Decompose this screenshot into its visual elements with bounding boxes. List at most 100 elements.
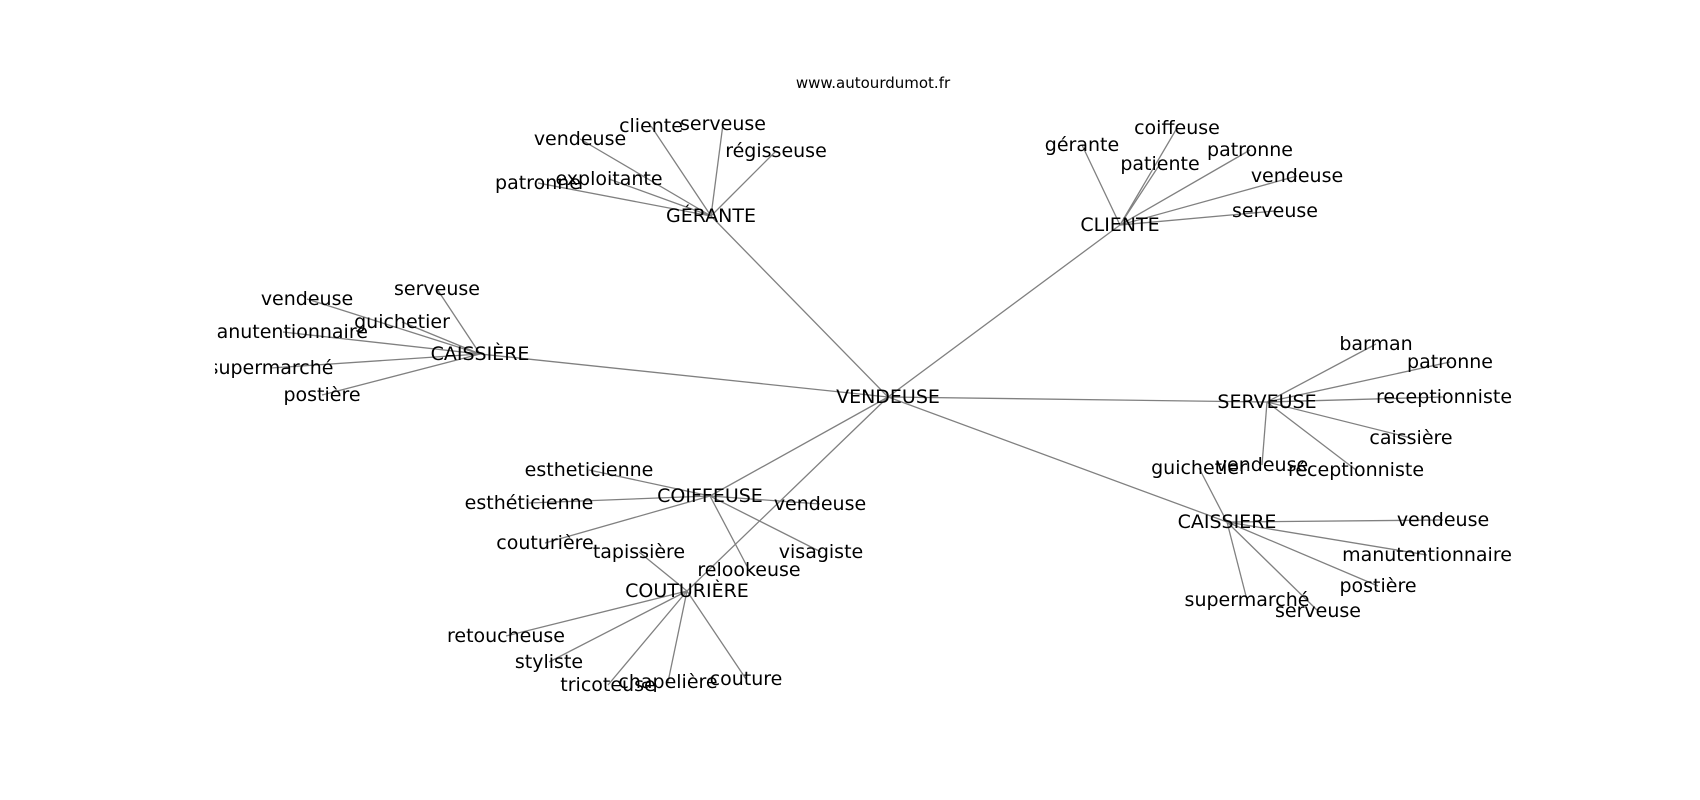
node-leaf-gerante-cliente: cliente [619, 115, 683, 137]
edge-caissiere-postiere [1226, 521, 1379, 587]
node-hub-cliente: CLIENTE [1080, 214, 1159, 236]
edge-coiffeuse-visagiste [709, 495, 822, 553]
node-leaf-gerante-exploitante: exploitante [555, 168, 662, 190]
edge-caissiere-guichetier [1198, 467, 1228, 523]
node-leaf-couturiere-tapissiere: tapissière [593, 541, 685, 563]
edge-center-gerante [710, 215, 889, 398]
edge-serveuse-receptionniste [1266, 401, 1357, 471]
node-leaf-coiffeuse-couturiere: couturière [496, 532, 593, 554]
node-hub-caissiere: CAISSIERE [1178, 511, 1277, 533]
edge-coiffeuse-relookeuse [709, 495, 750, 571]
edge-center-caissiere [887, 396, 1228, 523]
node-leaf-couturiere-chapeliere: chapelière [618, 671, 717, 693]
edge-caissiere-supermarche [1226, 521, 1248, 601]
node-leaf-caissiere-vendeuse: vendeuse [261, 288, 353, 310]
edge-layer [270, 123, 1451, 686]
node-hub-gerante: GÉRANTE [666, 204, 756, 227]
edge-cliente-patronne [1119, 149, 1251, 226]
edge-couturiere-tapissiere [638, 551, 688, 592]
edge-caissiere-postiere [321, 353, 481, 396]
edge-gerante-vendeuse [579, 138, 712, 217]
node-leaf-serveuse-patronne: patronne [1407, 351, 1493, 373]
node-leaf-caissiere-postiere: postière [1339, 575, 1416, 597]
edge-center-couturiere [686, 396, 889, 592]
node-leaf-gerante-serveuse: serveuse [680, 113, 766, 135]
node-hub-couturiere: COUTURIÈRE [625, 579, 749, 602]
node-leaf-caissiere-manutentionnaire: manutentionnaire [1342, 544, 1512, 566]
node-leaf-serveuse-receptionniste: réceptionniste [1288, 459, 1424, 481]
edge-gerante-cliente [650, 125, 712, 217]
node-leaf-coiffeuse-relookeuse: relookeuse [697, 559, 800, 581]
node-leaf-caissiere-serveuse: serveuse [1275, 600, 1361, 622]
node-leaf-coiffeuse-estheticienne: esthéticienne [465, 492, 594, 514]
node-hub-coiffeuse: COIFFEUSE [657, 485, 763, 507]
edge-coiffeuse-estheticienne [528, 495, 711, 504]
edge-serveuse-receptionniste [1266, 396, 1445, 403]
edge-gerante-serveuse [710, 123, 724, 217]
edge-cliente-serveuse [1119, 210, 1276, 226]
edge-gerante-exploitante [608, 178, 712, 217]
node-leaf-couturiere-styliste: styliste [515, 651, 583, 673]
node-leaf-gerante-vendeuse: vendeuse [534, 128, 626, 150]
node-leaf-serveuse-barman: barman [1339, 333, 1412, 355]
node-leaf-caissiere-postiere: postière [283, 384, 360, 406]
node-leaf-caissiere-guichetier: guichetier [354, 311, 450, 333]
node-leaf-couturiere-retoucheuse: retoucheuse [447, 625, 565, 647]
edge-couturiere-couture [686, 590, 747, 680]
edge-caissiere-vendeuse [306, 298, 481, 355]
node-leaf-caissiere-manutentionnaire: manutentionnaire [198, 321, 368, 343]
edge-coiffeuse-couturiere [544, 495, 711, 544]
node-leaf-cliente-vendeuse: vendeuse [1251, 165, 1343, 187]
node-leaf-gerante-regisseuse: régisseuse [725, 140, 827, 162]
edge-caissiere-manutentionnaire [1226, 521, 1428, 556]
edge-gerante-regisseuse [710, 150, 777, 217]
edge-coiffeuse-vendeuse [709, 495, 821, 505]
site-url: www.autourdumot.fr [796, 74, 951, 92]
node-leaf-caissiere-supermarche: supermarché [1185, 589, 1310, 611]
edge-serveuse-patronne [1266, 361, 1451, 403]
edge-couturiere-chapeliere [667, 590, 688, 683]
node-leaf-caissiere-supermarche: supermarché [209, 357, 334, 379]
edge-cliente-vendeuse [1119, 175, 1298, 226]
node-leaf-serveuse-receptionniste: receptionniste [1376, 386, 1512, 408]
edge-cliente-patiente [1119, 163, 1161, 226]
node-leaf-gerante-patronne: patronne [495, 172, 581, 194]
label-layer: VENDEUSEGÉRANTEvendeuseclienteserveuseré… [198, 113, 1512, 696]
edge-center-cliente [887, 224, 1121, 398]
edge-serveuse-caissiere [1266, 401, 1412, 439]
node-hub-serveuse: SERVEUSE [1217, 391, 1316, 413]
edge-caissiere-serveuse [436, 288, 481, 355]
edge-couturiere-retoucheuse [505, 590, 688, 637]
edge-cliente-gerante [1081, 144, 1121, 226]
edge-gerante-patronne [537, 182, 712, 217]
edge-caissiere-serveuse [1226, 521, 1319, 612]
edge-caissiere-supermarche [270, 353, 481, 369]
edge-serveuse-barman [1266, 343, 1377, 403]
node-leaf-coiffeuse-vendeuse: vendeuse [774, 493, 866, 515]
edge-coiffeuse-estheticienne [588, 469, 711, 497]
edge-center-coiffeuse [709, 396, 889, 497]
edge-caissiere-manutentionnaire [282, 331, 481, 355]
edge-center-serveuse [887, 396, 1268, 403]
node-leaf-couturiere-couture: couture [710, 668, 783, 690]
edge-center-caissiere [479, 353, 889, 398]
node-leaf-serveuse-vendeuse: vendeuse [1216, 454, 1308, 476]
edge-caissiere-vendeuse [1226, 519, 1444, 523]
node-leaf-cliente-coiffeuse: coiffeuse [1134, 117, 1220, 139]
edge-caissiere-guichetier [401, 321, 481, 355]
node-leaf-caissiere-guichetier: guichetier [1151, 457, 1247, 479]
edge-cliente-coiffeuse [1119, 127, 1178, 226]
node-leaf-caissiere-serveuse: serveuse [394, 278, 480, 300]
node-leaf-cliente-gerante: gérante [1045, 134, 1119, 156]
edge-couturiere-tricoteuse [607, 590, 688, 686]
node-leaf-cliente-serveuse: serveuse [1232, 200, 1318, 222]
node-hub-caissiere: CAISSIÈRE [431, 342, 530, 365]
node-leaf-cliente-patronne: patronne [1207, 139, 1293, 161]
edge-serveuse-vendeuse [1261, 401, 1268, 466]
edge-couturiere-styliste [548, 590, 688, 663]
node-leaf-cliente-patiente: patiente [1120, 153, 1199, 175]
node-center-vendeuse: VENDEUSE [836, 386, 940, 408]
node-leaf-serveuse-caissiere: caissière [1369, 427, 1452, 449]
node-leaf-coiffeuse-visagiste: visagiste [779, 541, 863, 563]
